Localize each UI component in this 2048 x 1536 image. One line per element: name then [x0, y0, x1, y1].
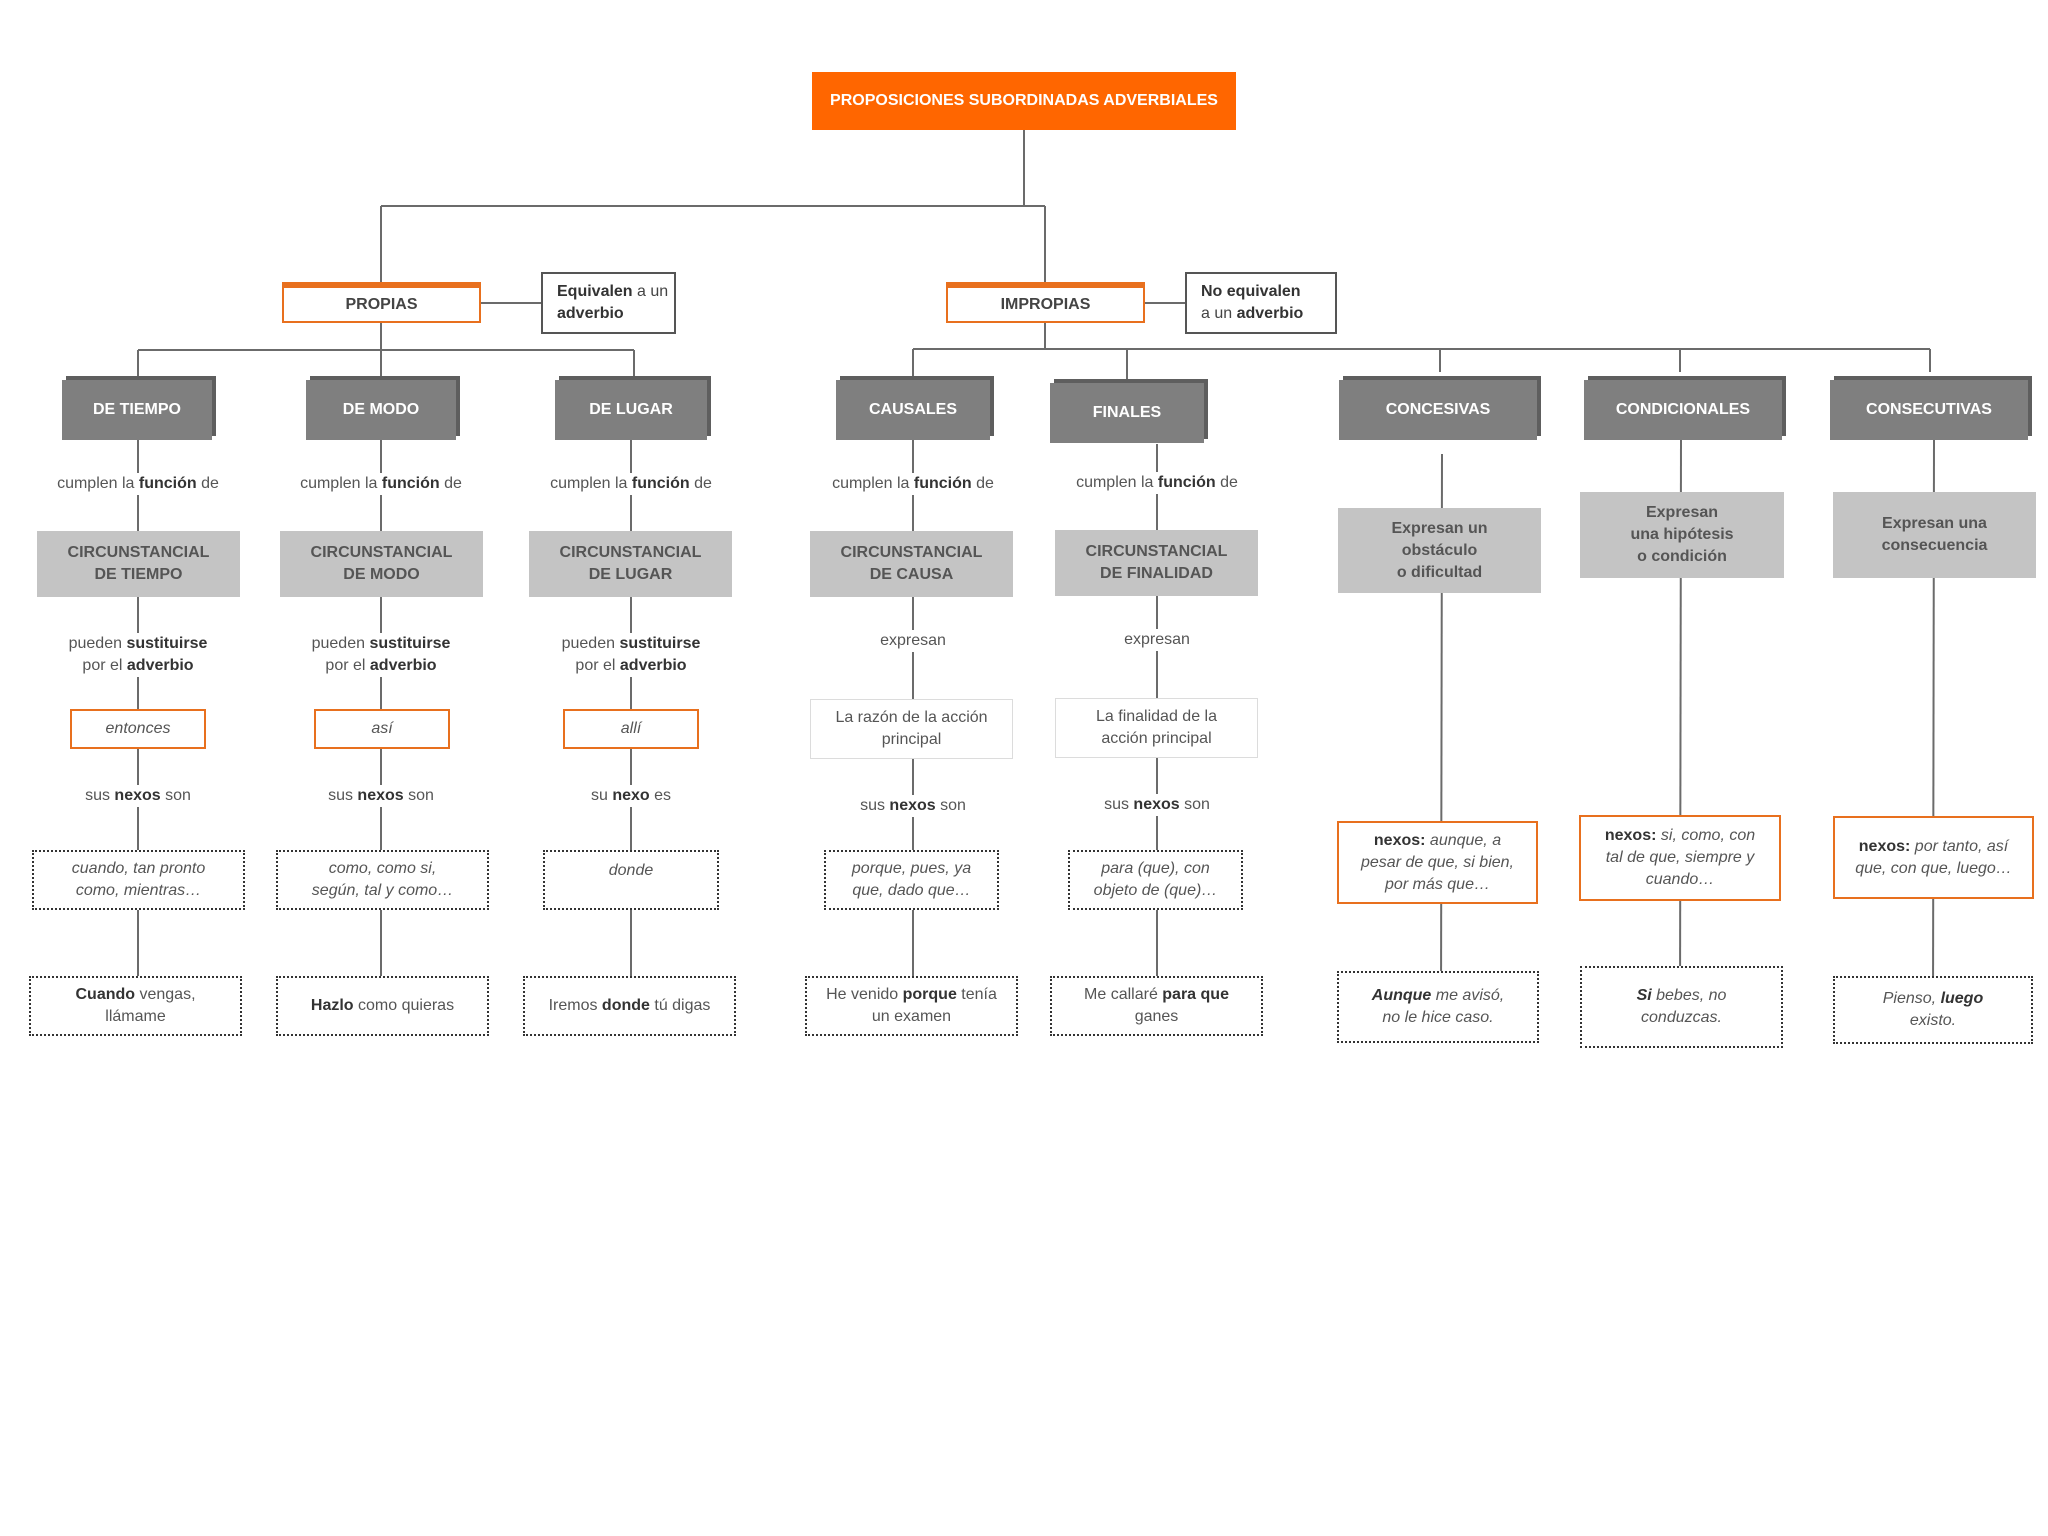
nexos-lugar: donde [543, 850, 719, 910]
impropias-note: No equivalen a un adverbio [1185, 272, 1337, 334]
nexos-label: sus nexos son [48, 785, 228, 807]
adverb-asi: así [314, 709, 450, 749]
category-de-modo: DE MODO [306, 380, 456, 440]
cumplen-label: cumplen la función de [531, 473, 731, 495]
cumplen-label: cumplen la función de [1057, 472, 1257, 494]
note-text: a un [632, 283, 669, 300]
adverb-entonces: entonces [70, 709, 206, 749]
nexos-label: sus nexos son [1067, 794, 1247, 816]
cumplen-label: cumplen la función de [813, 473, 1013, 495]
note-bold-2: adverbio [557, 305, 624, 322]
diagram-title: PROPOSICIONES SUBORDINADAS ADVERBIALES [812, 72, 1236, 130]
nexos-label: sus nexos son [291, 785, 471, 807]
note-bold: No equivalen [1201, 283, 1301, 300]
cumplen-label: cumplen la función de [281, 473, 481, 495]
nexos-modo: como, como si,según, tal y como… [276, 850, 489, 910]
cumplen-label: cumplen la función de [38, 473, 238, 495]
category-causales: CAUSALES [836, 380, 990, 440]
example-modo: Hazlo como quieras [276, 976, 489, 1036]
note-text: a un [1201, 305, 1237, 322]
category-concesivas: CONCESIVAS [1339, 380, 1537, 440]
propias-note: Equivalen a un adverbio [541, 272, 676, 334]
category-finales: FINALES [1050, 383, 1204, 443]
category-de-tiempo: DE TIEMPO [62, 380, 212, 440]
adverb-alli: allí [563, 709, 699, 749]
category-de-lugar: DE LUGAR [555, 380, 707, 440]
note-bold-2: adverbio [1236, 305, 1304, 322]
category-condicionales: CONDICIONALES [1584, 380, 1782, 440]
nexos-label: sus nexos son [823, 795, 1003, 817]
example-concesivas: Aunque me avisó,no le hice caso. [1337, 971, 1539, 1043]
note-bold: Equivalen [557, 283, 633, 300]
example-lugar: Iremos donde tú digas [523, 976, 736, 1036]
impropias-node: IMPROPIAS [946, 282, 1145, 323]
propias-node: PROPIAS [282, 282, 481, 323]
expresan-label: expresan [853, 630, 973, 652]
category-consecutivas: CONSECUTIVAS [1830, 380, 2028, 440]
nexo-label: su nexo es [541, 785, 721, 807]
example-tiempo: Cuando vengas,llámame [29, 976, 242, 1036]
expresan-label: expresan [1097, 629, 1217, 651]
